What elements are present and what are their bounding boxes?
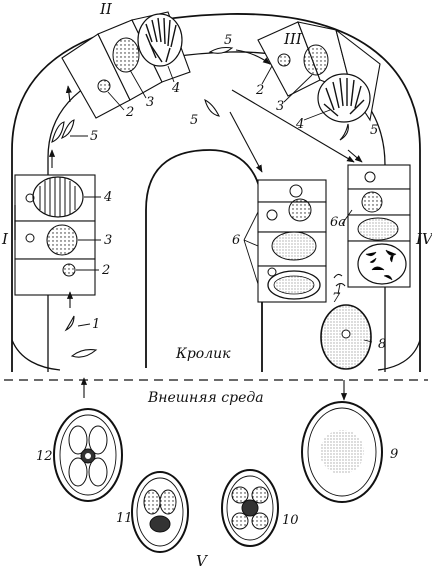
microgametocyte-mature [357,243,407,285]
label-2-left: 2 [101,263,110,278]
schizont-stage-III [317,73,371,123]
stage-II-cells [61,11,191,119]
label-5-left: 5 [90,129,98,144]
label-7: 7 [332,291,341,306]
label-3-left: 3 [104,233,112,248]
label-5-top: 5 [224,33,232,48]
label-5-right: 5 [370,123,378,138]
stage-V-label: V [196,552,209,570]
label-6: 6 [232,233,240,248]
label-8: 8 [378,337,386,352]
trophozoite-stage-II [112,37,140,73]
label-11: 11 [116,511,133,526]
leader-lines [70,65,373,343]
oocyst-sporulating-11 [131,471,189,553]
macrogamete-young [288,198,312,222]
sporozoite-stage-II [97,79,111,93]
oocyst-sporulated-12 [53,408,123,502]
label-6a: 6a [330,215,346,230]
stage-I-cells [14,174,96,296]
label-5-center: 5 [190,113,198,128]
label-3-top-left: 3 [146,95,154,110]
label-4-top-right: 4 [295,117,304,132]
macrogamete-developing [271,231,317,261]
label-10: 10 [282,513,299,528]
stage-6-cells [257,179,327,303]
cycle-arrows [48,49,363,401]
environment-label: Внешняя среда [147,390,264,406]
stage-I-label: I [1,230,9,248]
label-1: 1 [92,317,100,332]
stage-6a-cells [347,164,411,288]
intestine-arch [11,13,421,372]
microgametocyte-young [361,191,383,213]
label-12: 12 [36,449,53,464]
trophozoite-stage-I [46,224,78,256]
oocyst-sporulating-10 [221,469,279,547]
stage-III-label: III [283,30,303,48]
label-2-top-left: 2 [125,105,134,120]
stage-III-cells [257,21,381,123]
sporozoite-stage-III [277,53,291,67]
label-3-top-right: 3 [276,99,284,114]
label-4-left: 4 [103,190,112,205]
schizont-stage-II [137,13,183,67]
trophozoite-stage-III [303,44,329,76]
stage-IV-label: IV [415,230,432,248]
merozoites [51,46,349,143]
sporozoites-released [64,315,98,358]
stage-II-label: II [99,0,113,18]
microgametes [333,273,346,287]
label-2-top-right: 2 [255,83,264,98]
host-label: Кролик [175,346,231,362]
sporozoite-in-cell-stage-I [62,263,76,277]
label-9: 9 [390,447,398,462]
oocyst-zygote-stage [301,401,383,503]
label-4-top-left: 4 [171,81,180,96]
